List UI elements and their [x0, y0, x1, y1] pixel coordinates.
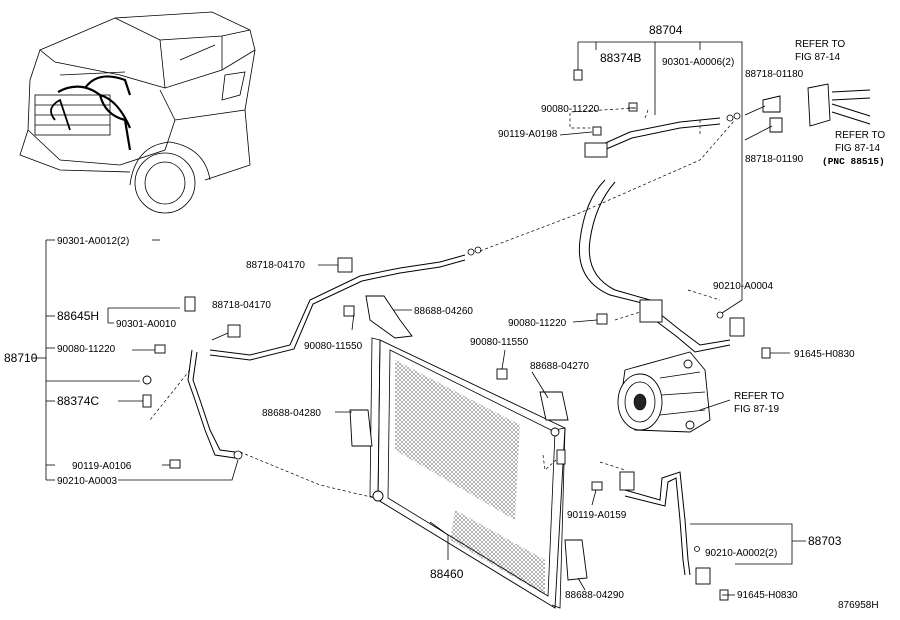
- callout-88460: 88460: [430, 567, 464, 581]
- callout-90210-a0002: 90210-A0002(2): [705, 548, 777, 559]
- fittings: [142, 69, 871, 601]
- callout-91645-h0830-b: 91645-H0830: [737, 590, 798, 601]
- callout-88718-04170-a: 88718-04170: [246, 260, 305, 271]
- callout-90080-11220-mid: 90080-11220: [508, 318, 567, 329]
- callout-88645h: 88645H: [57, 309, 99, 323]
- bracket-88704: [577, 41, 743, 300]
- callout-90119-a0106: 90119-A0106: [72, 461, 132, 472]
- callout-90210-a0004: 90210-A0004: [713, 281, 773, 292]
- callout-88688-04260: 88688-04260: [414, 306, 473, 317]
- callout-90080-11220-left: 90080-11220: [57, 344, 116, 355]
- callout-88374c: 88374C: [57, 394, 99, 408]
- callout-88704: 88704: [649, 23, 683, 37]
- callout-88710: 88710: [4, 351, 38, 365]
- callout-88688-04280: 88688-04280: [262, 408, 321, 419]
- truck-illustration: [19, 11, 256, 214]
- callout-refer-87-19: REFER TO: [734, 391, 784, 402]
- condenser-88460: [369, 337, 566, 609]
- callout-91645-h0830-a: 91645-H0830: [794, 349, 855, 360]
- callout-88688-04290: 88688-04290: [565, 590, 624, 601]
- callout-88718-01180: 88718-01180: [745, 69, 804, 80]
- callout-refer-87-14-a-fig: FIG 87-14: [795, 52, 840, 63]
- callout-90301-a0010: 90301-A0010: [116, 319, 176, 330]
- callout-88374b: 88374B: [600, 51, 641, 65]
- callout-90119-a0159: 90119-A0159: [567, 510, 627, 521]
- callout-90119-a0198: 90119-A0198: [498, 129, 558, 140]
- callout-90301-a0012: 90301-A0012(2): [57, 236, 129, 247]
- callout-88718-01190: 88718-01190: [745, 154, 804, 165]
- callout-88703: 88703: [808, 534, 842, 548]
- bracket-88710: [32, 239, 180, 481]
- callout-pnc: (PNC 88515): [822, 156, 885, 167]
- leader-lines: [118, 105, 790, 596]
- callout-refer-87-14-b-fig: FIG 87-14: [835, 143, 880, 154]
- diagram-id: 876958H: [838, 600, 879, 611]
- compressor: [617, 351, 711, 433]
- callout-refer-87-14-b: REFER TO: [835, 130, 885, 141]
- callout-90080-11550-a: 90080-11550: [304, 341, 363, 352]
- callout-88718-04170-b: 88718-04170: [212, 300, 271, 311]
- callout-90080-11550-b: 90080-11550: [470, 337, 529, 348]
- callout-refer-87-19-fig: FIG 87-19: [734, 404, 779, 415]
- callout-refer-87-14-a: REFER TO: [795, 39, 845, 50]
- callout-90301-a0006: 90301-A0006(2): [662, 57, 734, 68]
- callout-88688-04270: 88688-04270: [530, 361, 589, 372]
- callout-labels: 88704 88374B 90301-A0006(2) REFER TO FIG…: [4, 23, 885, 611]
- dashed-leaders: [149, 107, 736, 499]
- callout-90210-a0003: 90210-A0003: [57, 476, 117, 487]
- bracket-88703: [690, 523, 806, 565]
- callout-90080-11220-top: 90080-11220: [541, 104, 600, 115]
